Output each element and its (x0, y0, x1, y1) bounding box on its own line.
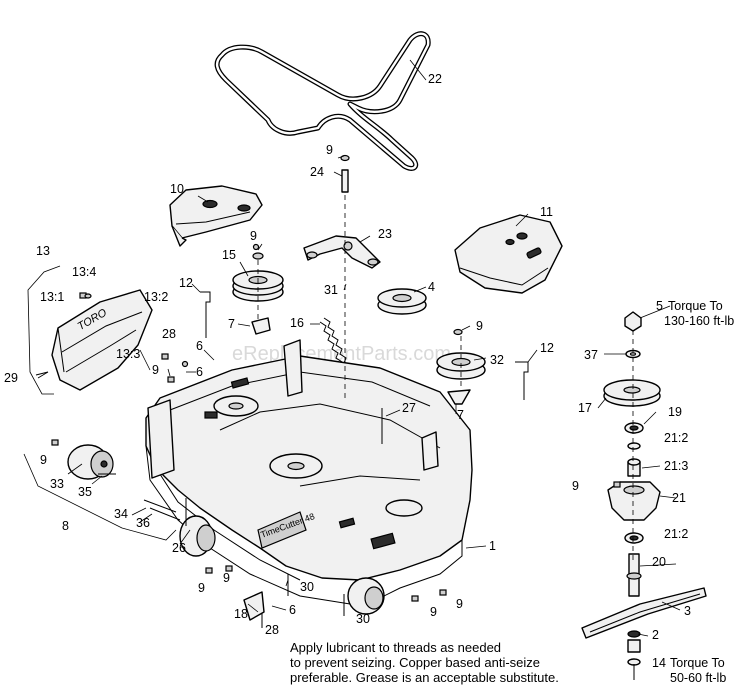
callout-9j: 9 (572, 479, 579, 493)
note-line-2: to prevent seizing. Copper based anti-se… (290, 655, 540, 670)
callout-26: 26 (172, 541, 186, 555)
left-belt-cover (169, 185, 263, 247)
callout-36: 36 (136, 516, 150, 530)
callout-23: 23 (378, 227, 392, 241)
callout-9e: 9 (40, 453, 47, 467)
callout-9c: 9 (476, 319, 483, 333)
callout-5-torque: Torque To (668, 299, 723, 313)
callout-8: 8 (62, 519, 69, 533)
j-bolt-right (515, 361, 529, 400)
callout-34: 34 (114, 507, 128, 521)
callout-33: 33 (50, 477, 64, 491)
callout-28a: 28 (162, 327, 176, 341)
callout-5-torque-value: 130-160 ft-lb (664, 314, 734, 328)
callout-19: 19 (668, 405, 682, 419)
callout-13: 13 (36, 244, 50, 258)
callout-30a: 30 (300, 580, 314, 594)
callout-30b: 30 (356, 612, 370, 626)
note-line-3: preferable. Grease is an acceptable subs… (290, 670, 559, 685)
callout-21-2a: 21:2 (664, 431, 688, 445)
callout-1: 1 (489, 539, 496, 553)
callout-20: 20 (652, 555, 666, 569)
note-line-1: Apply lubricant to threads as needed (290, 640, 501, 655)
callout-13-1: 13:1 (40, 290, 64, 304)
bushing-right (447, 389, 471, 405)
callout-9i: 9 (456, 597, 463, 611)
group-bracket-13 (27, 265, 61, 395)
callout-24: 24 (310, 165, 324, 179)
callout-21: 21 (672, 491, 686, 505)
callout-13-3: 13:3 (116, 347, 140, 361)
callout-12a: 12 (179, 276, 193, 290)
right-belt-cover (454, 214, 563, 294)
deck-wheel-front (179, 515, 216, 557)
discharge-chute: TORO (51, 289, 153, 391)
callout-9h: 9 (430, 605, 437, 619)
callout-9b: 9 (250, 229, 257, 243)
idler-arm (303, 235, 381, 269)
callout-9g: 9 (223, 571, 230, 585)
callout-13-2: 13:2 (144, 290, 168, 304)
callout-28b: 28 (265, 623, 279, 637)
deck-wheel-left (67, 444, 114, 480)
callout-9a: 9 (326, 143, 333, 157)
callout-6b: 6 (196, 365, 203, 379)
callout-22: 22 (428, 72, 442, 86)
callout-10: 10 (170, 182, 184, 196)
callout-3: 3 (684, 604, 691, 618)
callout-9d: 9 (152, 363, 159, 377)
callout-35: 35 (78, 485, 92, 499)
callout-6a: 6 (196, 339, 203, 353)
callout-9f: 9 (198, 581, 205, 595)
idler-pulley (377, 288, 427, 315)
callout-labels: 1 2 3 4 5 Torque To 130-160 ft-lb 6 6 6 … (4, 72, 734, 685)
callout-5: 5 (656, 299, 663, 313)
hardware-items (35, 243, 621, 628)
callout-31: 31 (324, 283, 338, 297)
mower-deck: TimeCutter 48 (145, 339, 473, 605)
callout-7b: 7 (457, 408, 464, 422)
idler-pulley-right (436, 328, 486, 380)
callout-11: 11 (540, 205, 553, 219)
callout-37: 37 (584, 348, 598, 362)
callout-21-3: 21:3 (664, 459, 688, 473)
callout-14-torque: Torque To (670, 656, 725, 670)
callout-2: 2 (652, 628, 659, 642)
drive-belt (214, 31, 431, 171)
bushing-left (251, 317, 271, 335)
callout-15: 15 (222, 248, 236, 262)
callout-4: 4 (428, 280, 435, 294)
callout-14-torque-value: 50-60 ft-lb (670, 671, 726, 685)
callout-16: 16 (290, 316, 304, 330)
group-bracket-8 (23, 453, 177, 541)
callout-6c: 6 (289, 603, 296, 617)
spindle-assembly-right (581, 311, 707, 680)
callout-29: 29 (4, 371, 18, 385)
lubrication-note: Apply lubricant to threads as needed to … (290, 640, 559, 685)
pivot-bolt (340, 154, 350, 193)
callout-12b: 12 (540, 341, 554, 355)
callout-27: 27 (402, 401, 416, 415)
callout-21-2b: 21:2 (664, 527, 688, 541)
j-bolt-left (200, 291, 211, 338)
callout-17: 17 (578, 401, 592, 415)
callout-32: 32 (490, 353, 504, 367)
deck-wheel-right (347, 577, 385, 615)
callout-13-4: 13:4 (72, 265, 96, 279)
callout-7a: 7 (228, 317, 235, 331)
leader-lines (37, 59, 681, 637)
callout-14: 14 (652, 656, 666, 670)
callout-18: 18 (234, 607, 248, 621)
